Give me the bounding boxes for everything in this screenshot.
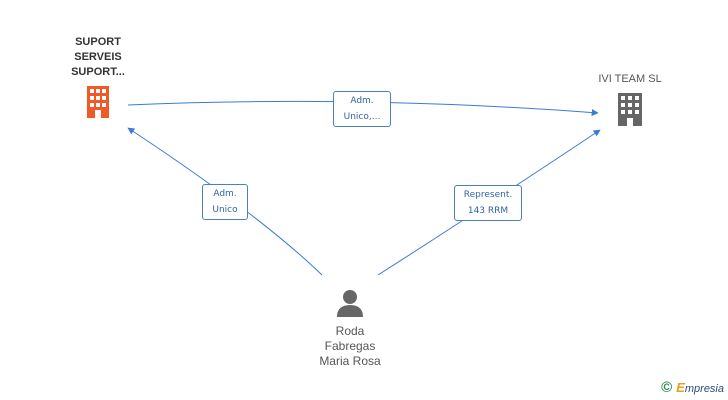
edge-label-line: Adm. [350, 96, 374, 106]
edge-label-person-to-company-a[interactable]: Adm. Unico [202, 184, 248, 220]
company-a-label-line: SERVEIS [74, 51, 122, 63]
building-icon[interactable] [618, 93, 642, 126]
edge-label-line: Adm. [213, 189, 237, 199]
company-b-label-line: IVI TEAM SL [598, 73, 662, 85]
company-b-label[interactable]: IVI TEAM SL [580, 72, 680, 87]
company-a-label-line: SUPORT... [71, 66, 125, 78]
building-icon[interactable] [87, 86, 109, 118]
person-label-line: Maria Rosa [319, 354, 381, 368]
brand-logo-initial: E [676, 380, 685, 395]
edge-label-line: Unico [212, 205, 238, 215]
company-a-label[interactable]: SUPORT SERVEIS SUPORT... [48, 35, 148, 80]
edge-label-company-a-to-company-b[interactable]: Adm. Unico,... [333, 91, 391, 127]
person-icon[interactable] [337, 290, 363, 317]
brand-logo: Empresia [676, 380, 724, 395]
edge-label-line: Represent. [463, 190, 513, 200]
person-label-line: Roda [335, 324, 365, 338]
person-label[interactable]: Roda Fabregas Maria Rosa [300, 324, 400, 369]
edge-label-person-to-company-b[interactable]: Represent. 143 RRM [454, 185, 522, 221]
edge-label-line: 143 RRM [467, 206, 509, 216]
edge-label-line: Unico,... [343, 112, 381, 122]
brand-logo-rest: mpresia [684, 383, 724, 395]
copyright-icon: © [661, 379, 673, 396]
watermark: © Empresia [661, 379, 724, 396]
person-label-line: Fabregas [324, 339, 376, 353]
company-a-label-line: SUPORT [75, 36, 121, 48]
